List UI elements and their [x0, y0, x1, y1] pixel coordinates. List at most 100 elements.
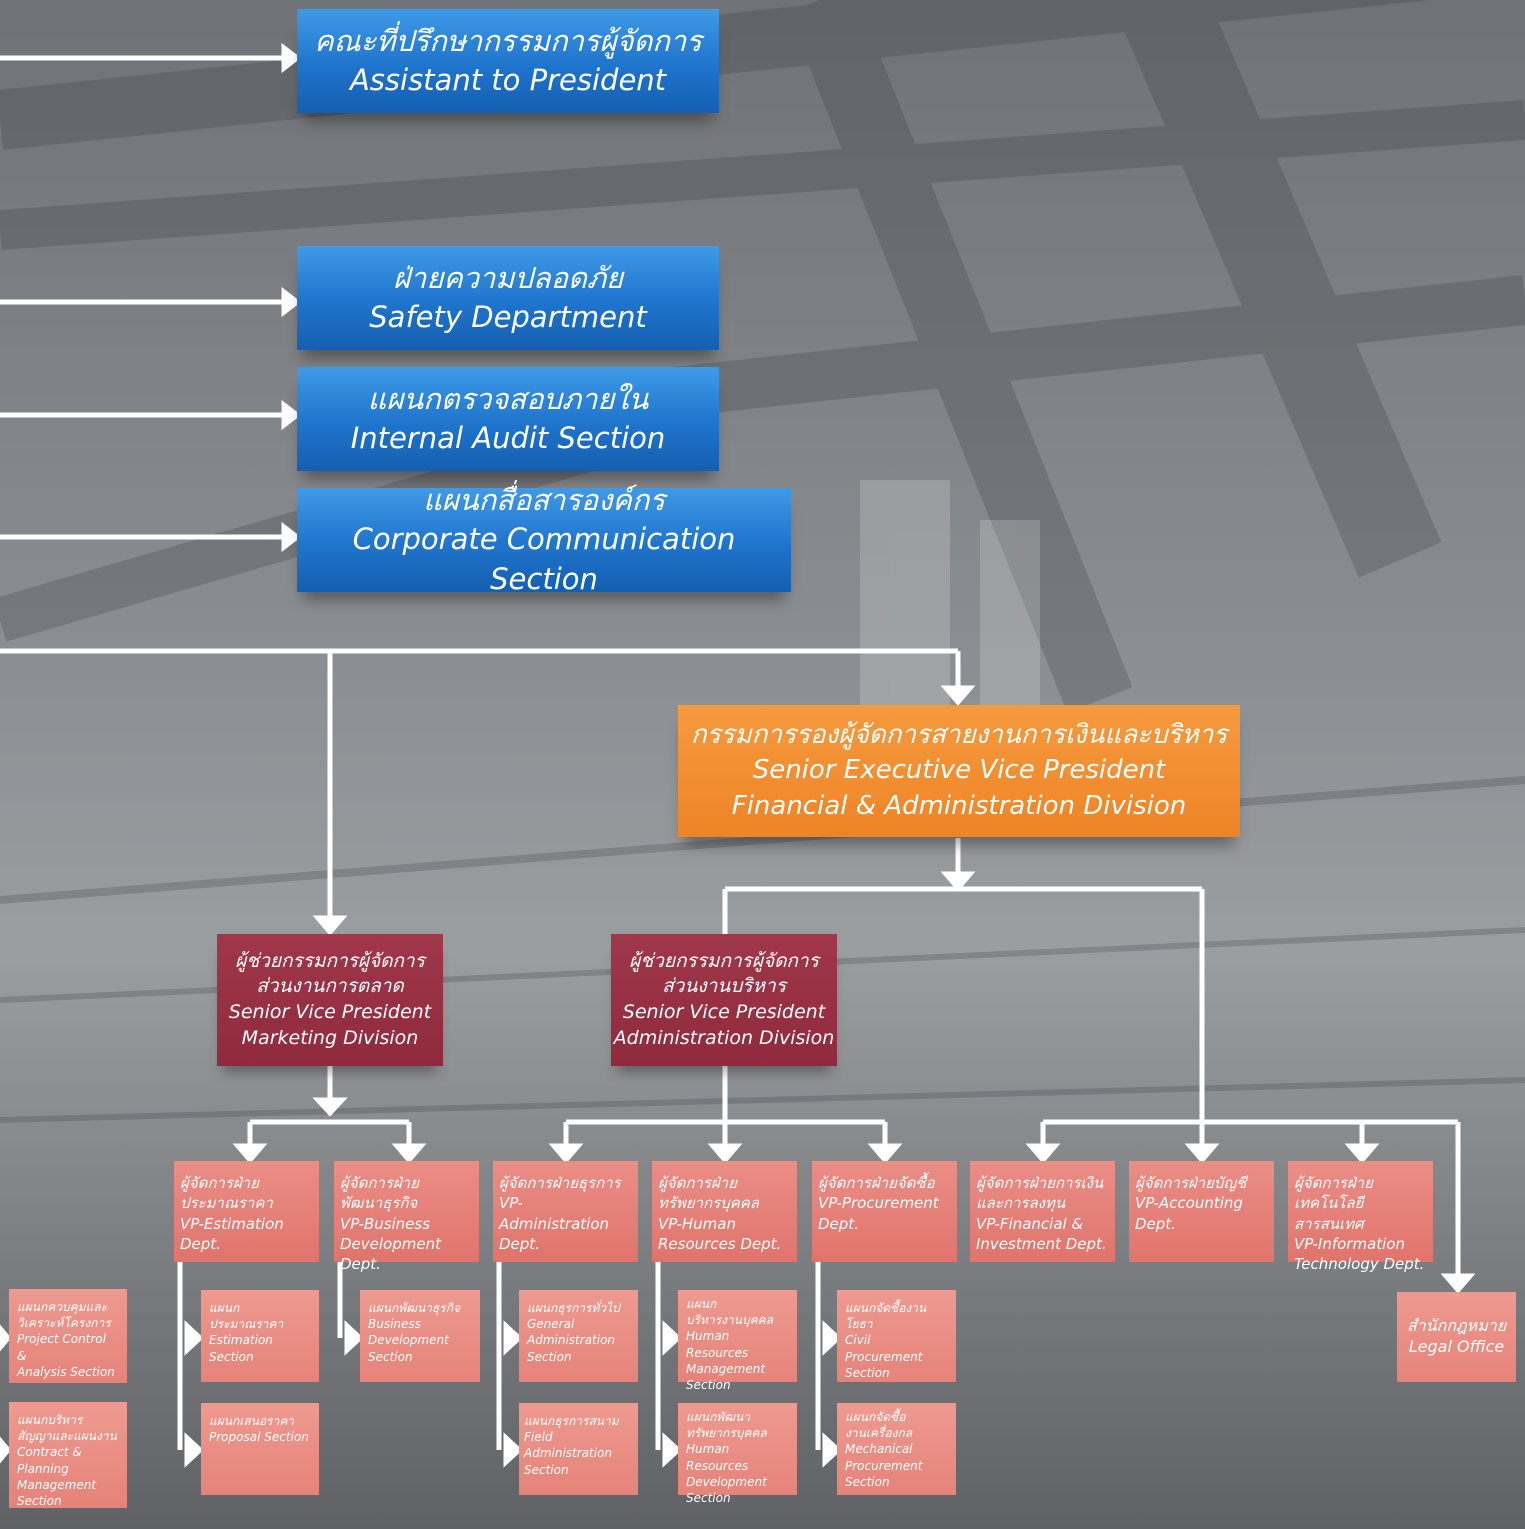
- svp-label-en1: Senior Vice President: [622, 1001, 826, 1023]
- dept-line: ทรัพยากรบุคคล: [658, 1194, 759, 1213]
- svp-label-en2: Marketing Division: [241, 1026, 419, 1049]
- section-line: แผนกเสนอราคา: [209, 1414, 295, 1428]
- section-line: Section: [524, 1462, 569, 1477]
- section-general-administration: แผนกธุรการทั่วไป General Administration …: [519, 1290, 638, 1382]
- dept-line: ผู้จัดการฝ่ายบัญชี: [1135, 1174, 1247, 1192]
- section-business-development: แผนกพัฒนาธุรกิจ Business Development Sec…: [360, 1290, 480, 1382]
- section-line: Project Control &: [17, 1332, 106, 1363]
- dept-line: ผู้จัดการฝ่ายจัดซื้อ: [818, 1174, 935, 1192]
- unit-label-en: Safety Department: [369, 300, 647, 334]
- dept-line: ผู้จัดการฝ่าย: [658, 1174, 737, 1192]
- svp-marketing-box: ผู้ช่วยกรรมการผู้จัดการ ส่วนงานการตลาด S…: [217, 934, 443, 1066]
- section-line: Section: [368, 1349, 413, 1364]
- internal-audit-box: แผนกตรวจสอบภายใน Internal Audit Section: [297, 367, 719, 471]
- safety-department-box: ฝ่ายความปลอดภัย Safety Department: [297, 246, 719, 350]
- section-contract-planning: แผนกบริหาร สัญญาและแผนงาน Contract & Pla…: [9, 1402, 127, 1508]
- section-line: Section: [527, 1349, 572, 1364]
- sevp-label-en2: Financial & Administration Division: [731, 790, 1187, 821]
- svp-label-en2: Administration Division: [613, 1026, 835, 1049]
- section-civil-procurement: แผนกจัดซื้องานโยธา Civil Procurement Sec…: [837, 1290, 956, 1382]
- dept-line: Technology Dept.: [1294, 1255, 1425, 1273]
- legal-label-en: Legal Office: [1408, 1337, 1505, 1356]
- section-line: วิเคราะห์โครงการ: [17, 1316, 111, 1331]
- svp-label-th2: ส่วนงานการตลาด: [256, 975, 404, 998]
- dept-line: VP-Human: [658, 1214, 736, 1233]
- unit-label-th: ฝ่ายความปลอดภัย: [393, 260, 623, 295]
- sevp-label-en1: Senior Executive Vice President: [752, 755, 1166, 786]
- section-line: แผนก: [209, 1301, 240, 1315]
- dept-business-development: ผู้จัดการฝ่าย พัฒนาธุรกิจ VP-Business De…: [334, 1161, 479, 1273]
- unit-label-th: แผนกสื่อสารองค์กร: [423, 483, 665, 518]
- section-line: แผนกจัดซื้อ: [845, 1410, 906, 1424]
- dept-line: VP-Administration: [499, 1194, 610, 1233]
- section-line: Contract &: [17, 1445, 82, 1460]
- dept-line: VP-Financial &: [976, 1214, 1084, 1233]
- section-line: Analysis Section: [17, 1364, 115, 1379]
- section-line: Administration: [527, 1333, 616, 1348]
- section-line: แผนกควบคุมและ: [17, 1300, 108, 1314]
- dept-line: VP-Procurement: [818, 1194, 939, 1213]
- section-line: บริหารงานบุคคล: [686, 1313, 773, 1328]
- unit-label-th: แผนกตรวจสอบภายใน: [367, 381, 649, 416]
- dept-line: ผู้จัดการฝ่ายการเงิน: [976, 1174, 1104, 1192]
- unit-label-th: คณะที่ปรึกษากรรมการผู้จัดการ: [314, 23, 702, 58]
- section-line: แผนกธุรการสนาม: [524, 1414, 619, 1428]
- section-line: Estimation Section: [209, 1333, 273, 1364]
- section-line: Section: [845, 1365, 890, 1380]
- section-line: Section: [845, 1474, 890, 1489]
- dept-line: ผู้จัดการฝ่าย: [180, 1174, 259, 1192]
- section-line: ประมาณราคา: [209, 1317, 284, 1332]
- section-line: Human Resources: [686, 1442, 749, 1473]
- section-line: Field Administration: [524, 1430, 613, 1461]
- section-line: Development: [686, 1474, 767, 1489]
- section-line: Section: [17, 1493, 62, 1508]
- section-line: แผนกจัดซื้องานโยธา: [845, 1301, 927, 1332]
- section-line: General: [527, 1317, 575, 1332]
- dept-financial-investment: ผู้จัดการฝ่ายการเงิน และการลงทุน VP-Fina…: [970, 1161, 1115, 1262]
- section-hr-management: แผนก บริหารงานบุคคล Human Resources Mana…: [678, 1290, 797, 1392]
- legal-label-th: สำนักกฎหมาย: [1406, 1316, 1507, 1336]
- svp-label-th1: ผู้ช่วยกรรมการผู้จัดการ: [235, 949, 425, 972]
- dept-line: เทคโนโลยี สารสนเทศ: [1294, 1194, 1364, 1233]
- dept-line: VP-Information: [1294, 1234, 1405, 1253]
- section-line: ทรัพยากรบุคคล: [686, 1426, 767, 1441]
- section-line: Management: [17, 1477, 97, 1492]
- legal-office-box: สำนักกฎหมาย Legal Office: [1397, 1292, 1516, 1382]
- dept-line: VP-Estimation Dept.: [180, 1214, 284, 1253]
- section-mechanical-procurement: แผนกจัดซื้อ งานเครื่องกล Mechanical Proc…: [837, 1403, 956, 1495]
- dept-line: VP-Accounting: [1135, 1194, 1243, 1213]
- section-line: แผนกพัฒนาธุรกิจ: [368, 1301, 460, 1315]
- section-line: Procurement: [845, 1458, 923, 1473]
- section-line: แผนกธุรการทั่วไป: [527, 1301, 620, 1315]
- corporate-communication-box: แผนกสื่อสารองค์กร Corporate Communicatio…: [297, 483, 791, 596]
- section-line: Section: [686, 1377, 731, 1392]
- unit-label-en: Internal Audit Section: [350, 421, 666, 455]
- dept-administration: ผู้จัดการฝ่ายธุรการ VP-Administration De…: [493, 1161, 638, 1262]
- section-estimation: แผนก ประมาณราคา Estimation Section: [201, 1290, 319, 1382]
- section-field-administration: แผนกธุรการสนาม Field Administration Sect…: [519, 1403, 638, 1495]
- unit-label-en: Assistant to President: [349, 63, 667, 97]
- unit-label-en: Corporate Communication Section: [352, 522, 736, 596]
- section-line: งานเครื่องกล: [845, 1426, 913, 1441]
- dept-line: ผู้จัดการฝ่ายธุรการ: [499, 1174, 621, 1192]
- dept-line: VP-Business: [340, 1214, 431, 1233]
- dept-procurement: ผู้จัดการฝ่ายจัดซื้อ VP-Procurement Dept…: [812, 1161, 957, 1262]
- dept-line: Resources Dept.: [658, 1234, 782, 1253]
- dept-line: ผู้จัดการฝ่าย: [1294, 1174, 1373, 1192]
- section-line: Proposal Section: [209, 1430, 309, 1445]
- dept-estimation: ผู้จัดการฝ่าย ประมาณราคา VP-Estimation D…: [174, 1161, 319, 1262]
- dept-line: และการลงทุน: [976, 1194, 1066, 1213]
- dept-line: Development Dept.: [340, 1234, 441, 1273]
- section-line: แผนกพัฒนา: [686, 1410, 750, 1424]
- section-line: แผนกบริหาร: [17, 1413, 83, 1427]
- dept-line: Investment Dept.: [976, 1234, 1107, 1253]
- section-line: Business: [368, 1317, 421, 1332]
- section-hr-development: แผนกพัฒนา ทรัพยากรบุคคล Human Resources …: [678, 1403, 797, 1505]
- section-line: Development: [368, 1333, 449, 1348]
- section-line: Section: [686, 1490, 731, 1505]
- section-line: Civil Procurement: [845, 1333, 923, 1364]
- dept-line: ประมาณราคา: [180, 1194, 273, 1213]
- dept-line: Dept.: [818, 1214, 859, 1233]
- svp-label-th1: ผู้ช่วยกรรมการผู้จัดการ: [629, 949, 819, 972]
- sevp-finance-admin-box: กรรมการรองผู้จัดการสายงานการเงินและบริหา…: [678, 705, 1240, 837]
